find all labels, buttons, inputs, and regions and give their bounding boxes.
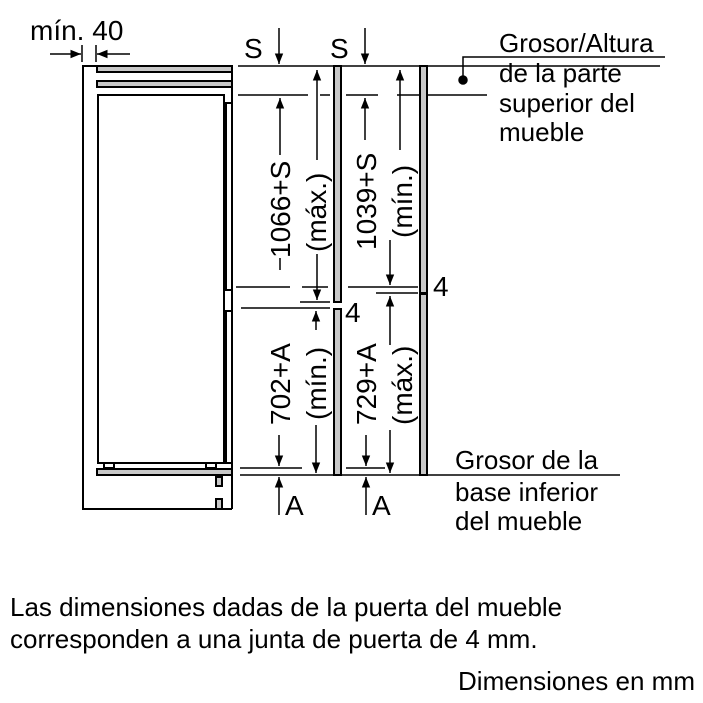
- reference-lines: [236, 65, 660, 476]
- door-panels: [333, 65, 428, 476]
- bottom-marker-left: A: [285, 490, 304, 521]
- upper-left-dim-qualifier: (máx.): [301, 173, 332, 252]
- cabinet-outline: [82, 65, 233, 510]
- lower-left-dim-qualifier: (mín.): [301, 347, 332, 420]
- min-gap-label: mín. 40: [30, 15, 123, 46]
- units-note: Dimensiones en mm: [458, 666, 695, 696]
- min-gap-dimension: mín. 40: [30, 15, 130, 62]
- svg-text:S: S: [244, 33, 263, 64]
- svg-text:Grosor de la: Grosor de la: [455, 445, 599, 475]
- top-thickness-label: Grosor/Altura de la parte superior del m…: [499, 28, 654, 147]
- bottom-marker-right: A: [372, 490, 391, 521]
- svg-text:de la parte: de la parte: [499, 58, 622, 88]
- svg-text:base inferior: base inferior: [455, 477, 598, 507]
- lower-right-dim-value: 729+A: [351, 343, 382, 425]
- svg-text:S: S: [330, 33, 349, 64]
- lower-right-dim-qualifier: (máx.): [387, 346, 418, 425]
- bottom-thickness-label: Grosor de la base inferior del mueble: [455, 445, 599, 536]
- upper-right-dimension: [360, 70, 405, 345]
- upper-left-dim-value: 1066+S: [265, 161, 296, 258]
- top-s-markers: S S: [244, 28, 370, 64]
- upper-door-panel-left: [333, 65, 342, 303]
- gap-label-left: 4: [345, 297, 361, 328]
- note-line-1: Las dimensiones dadas de la puerta del m…: [10, 592, 563, 622]
- svg-text:superior del: superior del: [499, 88, 635, 118]
- lower-door-panel-right: [419, 293, 428, 476]
- lower-right-dimension: [361, 430, 395, 515]
- top-label-leader: [458, 56, 665, 85]
- upper-right-dim-value: 1039+S: [351, 153, 382, 250]
- svg-text:Grosor/Altura: Grosor/Altura: [499, 28, 654, 58]
- svg-text:del mueble: del mueble: [455, 506, 582, 536]
- lower-left-dim-value: 702+A: [265, 343, 296, 425]
- upper-door-panel-right: [419, 65, 428, 294]
- lower-door-panel-left: [333, 308, 342, 476]
- gap-label-right: 4: [433, 271, 449, 302]
- note-line-2: corresponden a una junta de puerta de 4 …: [10, 624, 538, 654]
- upper-right-dim-qualifier: (mín.): [387, 165, 418, 238]
- upper-left-dimension: [275, 70, 322, 300]
- lower-left-dimension: [274, 311, 321, 515]
- svg-text:mueble: mueble: [499, 117, 584, 147]
